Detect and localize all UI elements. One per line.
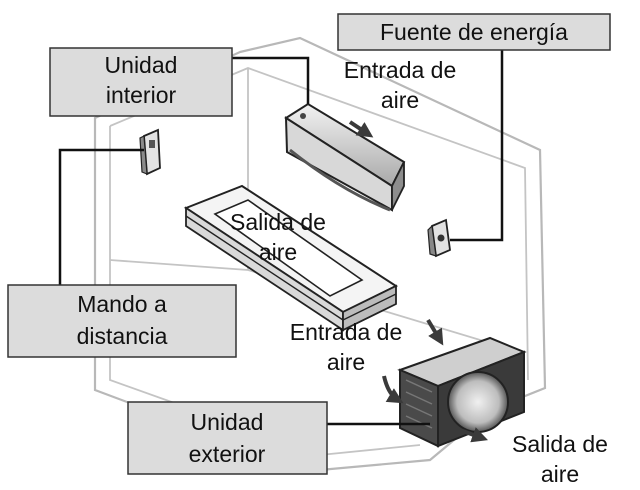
label-indoor-air-outlet: Salida de aire: [230, 209, 326, 265]
indoor-unit-illustration: [284, 102, 406, 212]
label-box: [49, 47, 233, 117]
label-text-line: Unidad: [191, 409, 264, 435]
label-text-line: interior: [106, 82, 177, 108]
label-indoor-unit: Unidad interior: [49, 47, 233, 117]
label-text-line: distancia: [77, 323, 168, 349]
label-text-line: Fuente de energía: [380, 19, 568, 45]
outdoor-side-arrow: [382, 375, 404, 404]
label-indoor-air-inlet: Entrada de aire: [344, 57, 457, 113]
label-power-source: Fuente de energía: [337, 13, 611, 51]
label-text-line: aire: [327, 349, 365, 375]
outdoor-outlet-arrow: [459, 427, 489, 443]
label-outdoor-air-inlet: Entrada de aire: [290, 319, 403, 375]
label-outdoor-air-outlet: Salida de aire: [512, 431, 608, 487]
label-box: [7, 284, 237, 358]
label-box: [127, 401, 328, 475]
label-text-line: aire: [259, 239, 297, 265]
label-text-line: Entrada de: [344, 57, 457, 83]
outdoor-unit-illustration: [382, 318, 527, 448]
label-text-line: Unidad: [105, 52, 178, 78]
outdoor-inlet-arrow: [426, 318, 444, 346]
wire-remote-control: [58, 148, 144, 285]
label-text-line: aire: [381, 87, 419, 113]
label-text-line: Mando a: [77, 291, 167, 317]
connecting-wires: [58, 48, 504, 426]
air-outlet-frame: [183, 184, 399, 332]
wire-power-source: [450, 48, 504, 242]
label-text-line: Salida de: [512, 431, 608, 457]
label-text-line: aire: [541, 461, 579, 487]
label-outdoor-unit: Unidad exterior: [127, 401, 328, 475]
label-box: [337, 13, 611, 51]
label-text-line: Entrada de: [290, 319, 403, 345]
indoor-inlet-arrow: [348, 120, 374, 138]
wire-indoor-unit: [232, 56, 310, 104]
label-remote-control: Mando a distancia: [7, 284, 237, 358]
label-text-line: Salida de: [230, 209, 326, 235]
label-text-line: exterior: [189, 441, 266, 467]
remote-control-illustration: [139, 128, 161, 176]
power-outlet-illustration: [427, 218, 451, 258]
